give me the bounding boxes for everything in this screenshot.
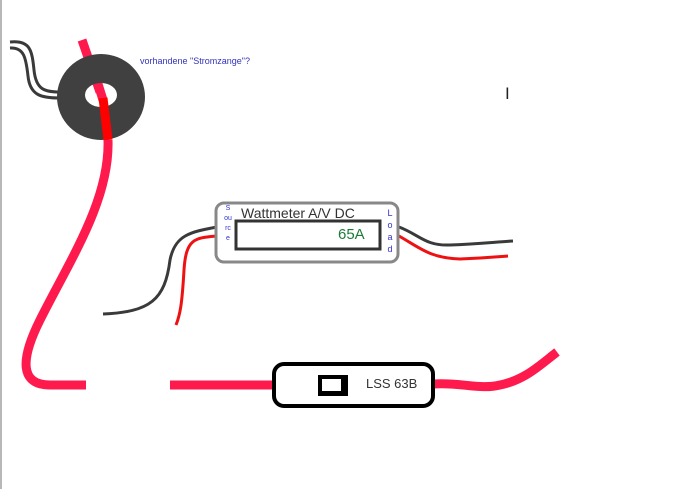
source-label: Source [224,205,232,242]
clamp-lead-wire [9,46,61,100]
breaker-switch-window [322,379,341,391]
clamp-question-note: vorhandene "Stromzange"? [140,56,250,66]
wattmeter-display [234,219,382,251]
canvas-left-edge [0,0,2,489]
wattmeter-title: Wattmeter A/V DC [241,205,355,221]
main-cable-red-section [98,97,113,141]
load-dark-wire [398,225,514,247]
text-cursor-icon: I [505,84,510,103]
source-red-wire [174,234,218,326]
load-label: Load [387,208,393,254]
clamp-lead-wire [9,40,61,94]
breaker-label: LSS 63B [366,376,418,391]
breaker-output-cable [432,348,560,392]
wattmeter-reading: 65A [338,226,365,243]
main-cable-lower [21,139,113,390]
breaker-body [272,362,435,408]
source-dark-wire [102,225,218,316]
load-red-wire [398,234,509,261]
main-cable-through-clamp [93,82,108,102]
current-clamp-ring [57,54,145,140]
